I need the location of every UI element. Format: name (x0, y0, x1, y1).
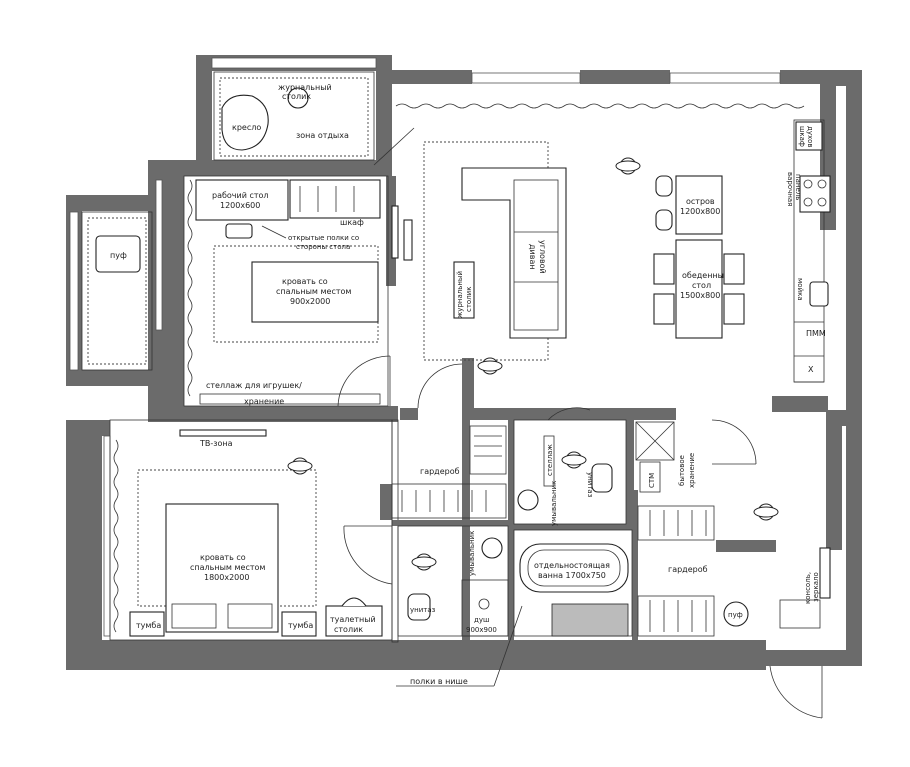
person-icon (615, 157, 641, 175)
console-mirror (819, 547, 831, 599)
bathroom-2: умывальник унитаз душ 900x900 (397, 525, 509, 637)
label-console-2: зеркало (812, 572, 820, 602)
work-table (195, 179, 289, 221)
label-washbasin-1: умывальник (550, 481, 558, 526)
label-corner-sofa-1: угловой (538, 240, 547, 274)
bathtub (519, 543, 629, 593)
label-island-2: 1200x800 (680, 207, 720, 216)
label-niche-shelves: полки в нише (410, 677, 468, 686)
person-icon (477, 357, 503, 375)
label-shelf-toys-2: хранение (244, 397, 284, 406)
label-bed-single-3: 900x2000 (290, 297, 330, 306)
label-vanity-2: столик (334, 625, 363, 634)
person-icon (561, 451, 587, 469)
label-island-1: остров (686, 197, 715, 206)
label-bedside-right: тумба (288, 621, 313, 630)
label-bed-single-2: спальным местом (276, 287, 351, 296)
balcony-journal-table (287, 87, 309, 109)
bath-room: отдельностоящая ванна 1700x750 полки в н… (396, 529, 633, 687)
windows (69, 57, 781, 637)
label-dining-table-1: обеденный (682, 271, 729, 280)
label-open-shelves-1: открытые полки со (288, 234, 359, 242)
label-dining-table-3: 1500x800 (680, 291, 720, 300)
label-dining-table-2: стол (692, 281, 711, 290)
label-bathtub-1: отдельностоящая (534, 561, 610, 570)
washbasin-1 (517, 489, 539, 511)
label-cooktop-1: варочная (786, 172, 794, 206)
label-stm: СТМ (648, 473, 656, 488)
toilet-1 (591, 463, 613, 493)
label-dishwasher: ПММ (806, 329, 826, 338)
kitchen-sink (809, 281, 829, 307)
label-work-table-2: 1200x600 (220, 201, 260, 210)
children-room: рабочий стол 1200x600 шкаф открытые полк… (183, 175, 414, 407)
label-pouf-hall: пуф (728, 611, 743, 619)
label-hall-wardrobe: гардероб (668, 565, 708, 574)
small-wardrobe (289, 179, 381, 219)
hall-pouf (723, 601, 749, 627)
label-bed-single-1: кровать со (282, 277, 328, 286)
living-room: угловой диван журнальный столик остров 1… (395, 103, 831, 410)
label-shower-1: душ (474, 616, 489, 624)
kitchen-island (675, 175, 723, 235)
label-armchair: кресло (232, 123, 261, 132)
person-icon (411, 553, 437, 571)
label-open-shelves-2: стороны стола (296, 243, 350, 251)
label-bed-double-1: кровать со (200, 553, 246, 562)
balcony-rest-zone: журнальный столик кресло зона отдыха (213, 71, 415, 166)
label-rack: стеллаж (546, 444, 554, 476)
person-icon (287, 457, 313, 475)
armchair (221, 94, 269, 151)
dining-table (675, 239, 723, 339)
label-shower-2: 900x900 (466, 626, 497, 634)
label-corner-sofa-2: диван (528, 244, 537, 270)
toilet-2 (407, 593, 431, 621)
label-wardrobe-small: шкаф (340, 218, 364, 227)
label-household-storage-2: хранение (688, 453, 696, 488)
balcony-pouf (95, 235, 141, 273)
label-bed-double-3: 1800x2000 (204, 573, 249, 582)
label-bed-double-2: спальным местом (190, 563, 265, 572)
oven (795, 121, 823, 151)
label-work-table-1: рабочий стол (212, 191, 269, 200)
label-shelf-toys-1: стеллаж для игрушек/ (206, 381, 302, 390)
label-toilet-2: унитаз (410, 606, 436, 614)
label-bathtub-2: ванна 1700x750 (538, 571, 606, 580)
single-bed (251, 261, 379, 323)
double-bed (165, 503, 279, 633)
label-fridge: Х (808, 365, 814, 374)
label-tv-zone: ТВ-зона (199, 439, 233, 448)
label-journal-table-balcony-1: журнальный (278, 83, 332, 92)
label-console-1: консоль, (804, 572, 812, 604)
hall: СТМ бытовое хранение гардероб пуф консол… (635, 419, 831, 719)
label-cooktop-2: панель (794, 174, 802, 200)
label-wardrobe-room-1: гардероб (420, 467, 460, 476)
label-oven-2: шкаф (798, 126, 806, 147)
label-oven-1: духов (806, 126, 814, 148)
label-sink: мойка (796, 278, 804, 301)
label-coffee-table-1: журнальный (456, 271, 464, 318)
cooktop (799, 175, 831, 213)
label-vanity-1: туалетный (330, 615, 376, 624)
label-coffee-table-2: столик (465, 287, 473, 312)
wardrobe-room: гардероб (391, 363, 507, 519)
label-rest-zone: зона отдыха (296, 131, 349, 140)
master-bedroom: ТВ-зона кровать со спальным местом 1800x… (109, 419, 393, 641)
washbasin-2 (481, 537, 503, 559)
balcony-left: пуф (81, 211, 153, 371)
label-bedside-left: тумба (136, 621, 161, 630)
person-icon (753, 503, 779, 521)
label-toilet-1: унитаз (586, 472, 594, 498)
coffee-table (453, 261, 475, 319)
label-journal-table-balcony-2: столик (282, 92, 311, 101)
label-household-storage-1: бытовое (678, 455, 686, 486)
label-washbasin-2: умывальник (468, 531, 476, 576)
bathroom-1: стеллаж умывальник унитаз (513, 407, 627, 526)
label-pouf-balcony: пуф (110, 251, 127, 260)
